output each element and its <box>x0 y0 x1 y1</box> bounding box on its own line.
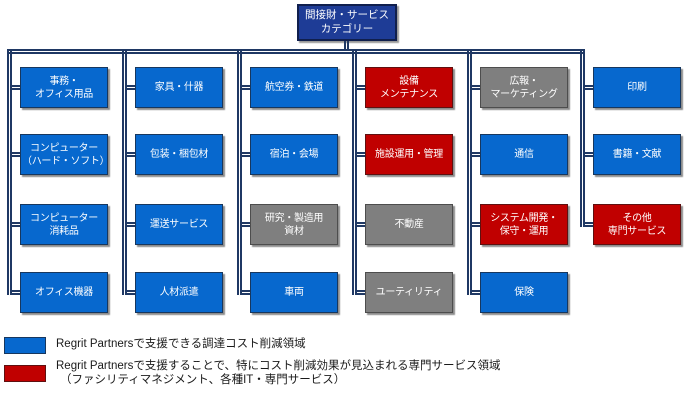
connector-stub <box>127 289 135 295</box>
category-box: ユーティリティ <box>365 272 453 313</box>
category-box: 書籍・文献 <box>593 134 681 175</box>
connector-column-line <box>122 49 127 295</box>
connector-column-line <box>237 49 242 295</box>
category-box: その他 専門サービス <box>593 204 681 245</box>
category-box: 施設運用・管理 <box>365 134 453 175</box>
connector-stub <box>472 151 480 157</box>
connector-stub <box>12 84 20 90</box>
connector-stub <box>585 84 593 90</box>
connector-stub <box>12 151 20 157</box>
category-box: 運送サービス <box>135 204 223 245</box>
category-box: 印刷 <box>593 67 681 108</box>
connector-stub <box>357 221 365 227</box>
connector-stub <box>357 84 365 90</box>
root-category-line2: カテゴリー <box>320 22 374 35</box>
legend-swatch-red <box>4 365 46 382</box>
legend-blue-line1: Regrit Partnersで支援できる調達コスト削減領域 <box>56 338 306 350</box>
legend-item-red: Regrit Partnersで支援することで、特にコスト削減効果が見込まれる専… <box>4 359 501 388</box>
root-category-box: 間接財・サービス カテゴリー <box>297 4 397 41</box>
connector-column-line <box>7 49 12 295</box>
category-box: 包装・梱包材 <box>135 134 223 175</box>
connector-stub <box>12 289 20 295</box>
category-box: 研究・製造用 資材 <box>250 204 338 245</box>
connector-stub <box>12 221 20 227</box>
connector-column-line <box>580 49 585 227</box>
category-box: 不動産 <box>365 204 453 245</box>
category-box: 広報・ マーケティング <box>480 67 568 108</box>
connector-stub <box>127 151 135 157</box>
connector-stub <box>357 289 365 295</box>
connector-stub <box>127 84 135 90</box>
connector-stub <box>242 221 250 227</box>
connector-stub <box>242 289 250 295</box>
legend-swatch-blue <box>4 337 46 354</box>
category-box: システム開発・ 保守・運用 <box>480 204 568 245</box>
connector-stub <box>357 151 365 157</box>
category-box: コンピューター （ハード・ソフト） <box>20 134 110 175</box>
connector-stub <box>242 151 250 157</box>
category-box: 保険 <box>480 272 568 313</box>
category-box: 通信 <box>480 134 568 175</box>
category-box: 事務・ オフィス用品 <box>20 67 108 108</box>
connector-stub <box>242 84 250 90</box>
connector-stub <box>472 289 480 295</box>
connector-column-line <box>467 49 472 295</box>
category-box: コンピューター 消耗品 <box>20 204 108 245</box>
connector-root-stem <box>344 41 349 49</box>
connector-stub <box>585 151 593 157</box>
connector-column-line <box>352 49 357 295</box>
legend-red-line1: Regrit Partnersで支援することで、特にコスト削減効果が見込まれる専… <box>56 360 501 372</box>
legend-text-red: Regrit Partnersで支援することで、特にコスト削減効果が見込まれる専… <box>56 359 501 388</box>
category-box: 航空券・鉄道 <box>250 67 338 108</box>
category-box: 車両 <box>250 272 338 313</box>
legend-item-blue: Regrit Partnersで支援できる調達コスト削減領域 <box>4 337 306 354</box>
category-box: 人材派遣 <box>135 272 223 313</box>
connector-stub <box>472 221 480 227</box>
legend-text-blue: Regrit Partnersで支援できる調達コスト削減領域 <box>56 337 306 351</box>
category-box: 家具・什器 <box>135 67 223 108</box>
legend-red-line2: （ファシリティマネジメント、各種IT・専門サービス） <box>60 374 346 387</box>
category-box: 設備 メンテナンス <box>365 67 453 108</box>
connector-main-horizontal <box>7 49 585 54</box>
root-category-line1: 間接財・サービス <box>305 8 389 21</box>
connector-stub <box>585 221 593 227</box>
connector-stub <box>127 221 135 227</box>
category-box: 宿泊・会場 <box>250 134 338 175</box>
category-box: オフィス機器 <box>20 272 108 313</box>
connector-stub <box>472 84 480 90</box>
